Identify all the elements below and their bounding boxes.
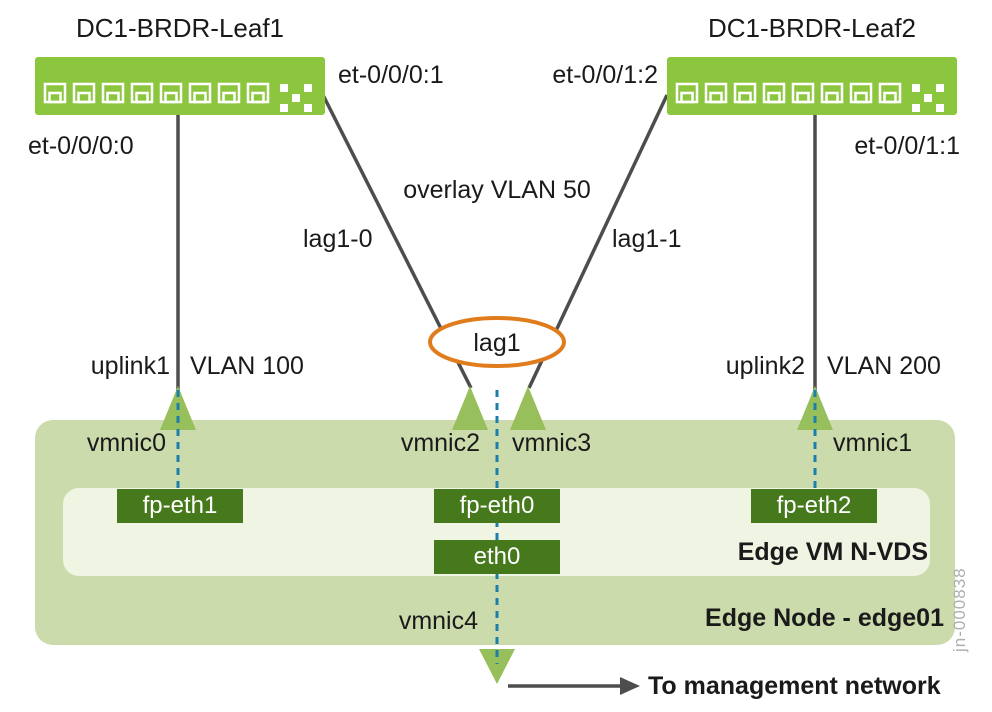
fp-eth1-box: fp-eth1: [117, 489, 243, 523]
lag-bundle-label: lag1: [473, 329, 521, 357]
leaf2-switch-icon: [667, 57, 957, 120]
eth0-box: eth0: [434, 540, 560, 574]
vmnic2-triangle-icon: [452, 386, 488, 430]
vmnic3-triangle-icon: [510, 386, 546, 430]
leaf2-port-et0011-label: et-0/0/1:1: [854, 132, 960, 160]
vlan200-label: VLAN 200: [827, 352, 941, 380]
vmnic0-label: vmnic0: [86, 429, 166, 457]
leaf1-port-et0001-label: et-0/0/0:1: [338, 61, 444, 89]
fp-eth2-box: fp-eth2: [751, 489, 877, 523]
vmnic4-label: vmnic4: [398, 607, 478, 635]
leaf1-title: DC1-BRDR-Leaf1: [75, 13, 285, 43]
overlay-vlan-label: overlay VLAN 50: [403, 176, 591, 204]
leaf2-title: DC1-BRDR-Leaf2: [707, 13, 917, 43]
leaf2-port-et0012-label: et-0/0/1:2: [552, 61, 658, 89]
watermark: jn-000838: [950, 567, 969, 652]
lag-member-right-label: lag1-1: [612, 225, 682, 253]
nvds-title: Edge VM N-VDS: [737, 538, 928, 566]
uplink1-label: uplink1: [90, 352, 170, 380]
lag-bundle-ellipse: [428, 316, 566, 368]
edge-node-title: Edge Node - edge01: [705, 604, 944, 632]
management-arrowhead-icon: [620, 677, 640, 695]
vmnic3-label: vmnic3: [512, 429, 592, 457]
vlan100-label: VLAN 100: [190, 352, 304, 380]
leaf1-switch-icon: [35, 57, 325, 120]
fp-eth0-box: fp-eth0: [434, 489, 560, 523]
lag-member-left-label: lag1-0: [303, 225, 373, 253]
uplink2-label: uplink2: [725, 352, 805, 380]
management-network-label: To management network: [648, 672, 941, 700]
leaf1-port-et0000-label: et-0/0/0:0: [28, 132, 134, 160]
vmnic4-triangle-icon: [479, 649, 515, 684]
vmnic1-label: vmnic1: [833, 429, 913, 457]
vmnic2-label: vmnic2: [400, 429, 480, 457]
